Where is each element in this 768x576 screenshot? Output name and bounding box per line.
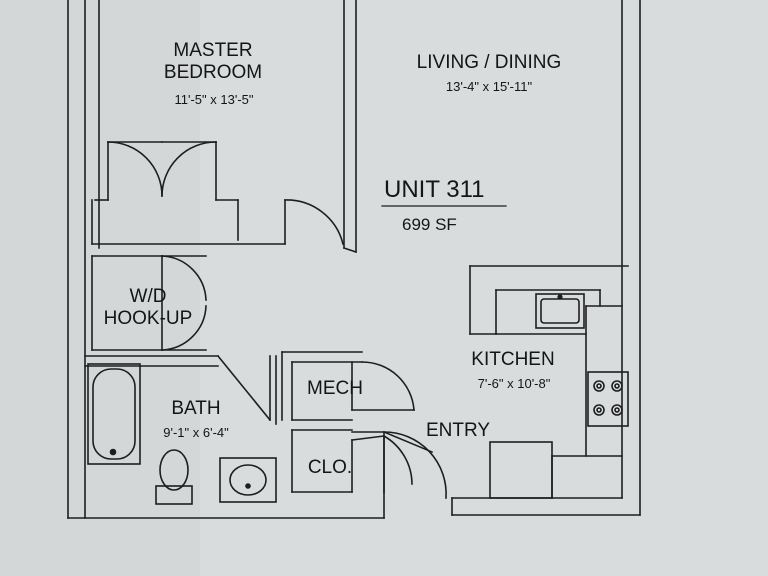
mech-closet-walls: [281, 351, 363, 493]
bathtub: [87, 363, 141, 465]
unit-title: UNIT 311: [384, 176, 485, 203]
wd-hookup-name-line1: W/D: [129, 286, 167, 307]
wd-hookup-walls: [91, 255, 207, 351]
bath-dims: 9'-1" x 6'-4": [163, 425, 229, 440]
master-bedroom-dims: 11'-5" x 13'-5": [174, 92, 254, 107]
entry-door: [382, 430, 447, 499]
closet-label: CLO.: [307, 457, 353, 478]
master-bedroom-name-line1: MASTER: [173, 40, 253, 61]
wd-hookup-label: W/D HOOK-UP: [88, 286, 208, 330]
wd-hookup-name-line2: HOOK-UP: [103, 308, 193, 329]
refrigerator: [489, 441, 553, 499]
unit-area: 699 SF: [402, 215, 457, 234]
closet-door: [351, 434, 413, 493]
bedroom-door: [284, 199, 344, 245]
exterior-walls: [67, 0, 641, 519]
bedroom-closet: [91, 141, 286, 245]
bedroom-partition: [342, 0, 358, 254]
mech-label: MECH: [307, 378, 363, 399]
mech-door: [351, 361, 415, 411]
toilet: [155, 449, 193, 505]
living-dining-label: LIVING / DINING: [416, 52, 562, 73]
master-bedroom-label: MASTER BEDROOM: [154, 40, 272, 84]
kitchen-sink: [535, 293, 585, 329]
paper-shade: [0, 0, 200, 576]
master-bedroom-name-line2: BEDROOM: [163, 62, 263, 83]
kitchen-label: KITCHEN: [471, 349, 555, 370]
range-stove: [587, 371, 629, 427]
kitchen-dims: 7'-6" x 10'-8": [477, 376, 551, 391]
bath-vanity: [219, 457, 277, 503]
bath-label: BATH: [171, 398, 221, 419]
entry-label: ENTRY: [425, 420, 491, 441]
bath-walls: [84, 354, 277, 425]
living-dining-dims: 13'-4" x 15'-11": [445, 79, 533, 94]
